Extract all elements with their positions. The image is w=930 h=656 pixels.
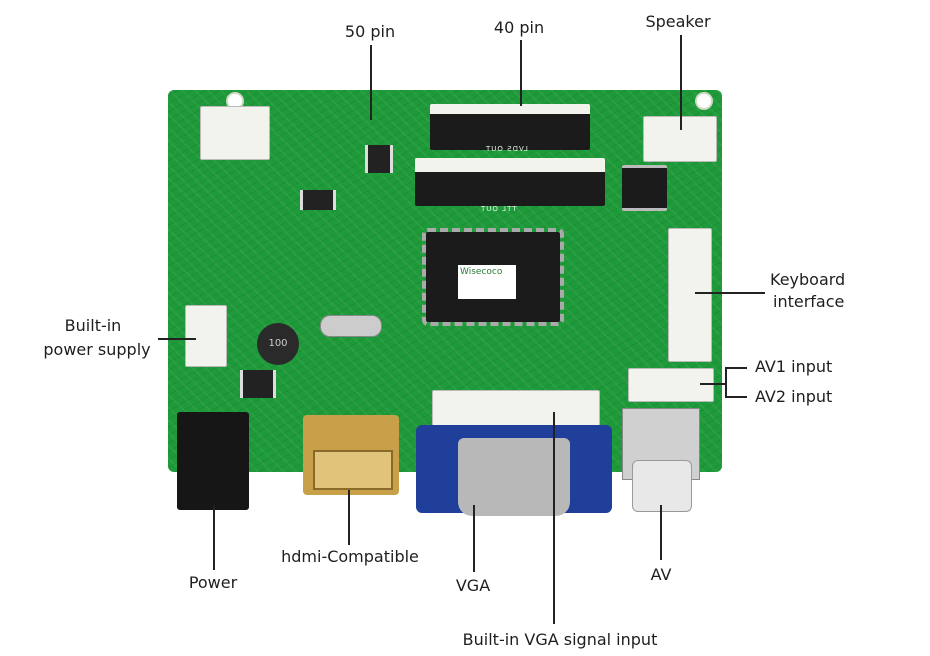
label-av: AV bbox=[650, 565, 672, 584]
power-supply-connector bbox=[185, 305, 227, 367]
leader-line bbox=[725, 367, 727, 397]
label-40-pin: 40 pin bbox=[493, 18, 545, 37]
ic-chip bbox=[622, 165, 667, 211]
leader-line bbox=[725, 367, 747, 369]
label-built-in: Built-in bbox=[64, 316, 122, 335]
label-power: Power bbox=[188, 573, 238, 592]
leader-line bbox=[520, 40, 522, 106]
leader-line bbox=[680, 35, 682, 130]
vga-socket bbox=[458, 438, 570, 516]
silk-lvds-out: LVDS OUT bbox=[485, 145, 528, 153]
label-interface: interface bbox=[773, 292, 845, 311]
leader-line bbox=[370, 45, 372, 120]
leader-line bbox=[660, 505, 662, 560]
mounting-hole bbox=[695, 92, 713, 110]
av-connector bbox=[628, 368, 714, 402]
vga-header bbox=[432, 390, 600, 426]
label-keyboard: Keyboard bbox=[770, 270, 846, 289]
top-left-connector bbox=[200, 106, 270, 160]
label-50-pin: 50 pin bbox=[344, 22, 396, 41]
leader-line bbox=[213, 505, 215, 570]
smd-part bbox=[240, 370, 276, 398]
label-hdmi: hdmi-Compatible bbox=[281, 547, 419, 566]
power-jack bbox=[177, 412, 249, 510]
label-power-supply: power supply bbox=[43, 340, 151, 359]
label-vga-signal-input: Built-in VGA signal input bbox=[462, 630, 658, 649]
label-av2-input: AV2 input bbox=[755, 387, 833, 406]
leader-line bbox=[695, 292, 765, 294]
hdmi-socket bbox=[313, 450, 393, 490]
fpc-50pin-connector bbox=[430, 104, 590, 150]
leader-line bbox=[725, 396, 747, 398]
leader-line bbox=[553, 412, 555, 624]
leader-line bbox=[473, 505, 475, 572]
leader-line bbox=[158, 338, 196, 340]
label-av1-input: AV1 input bbox=[755, 357, 833, 376]
silk-ttl-out: TTL OUT bbox=[480, 205, 517, 213]
leader-line bbox=[700, 383, 725, 385]
rca-jack bbox=[632, 460, 692, 512]
keyboard-connector bbox=[668, 228, 712, 362]
chip-label: Wisecoco bbox=[458, 265, 516, 299]
crystal bbox=[320, 315, 382, 337]
leader-line bbox=[348, 490, 350, 545]
fpc-40pin-connector bbox=[415, 158, 605, 206]
inductor: 100 bbox=[257, 323, 299, 365]
smd-part bbox=[300, 190, 336, 210]
label-vga: VGA bbox=[455, 576, 491, 595]
label-speaker: Speaker bbox=[645, 12, 711, 31]
smd-part bbox=[365, 145, 393, 173]
